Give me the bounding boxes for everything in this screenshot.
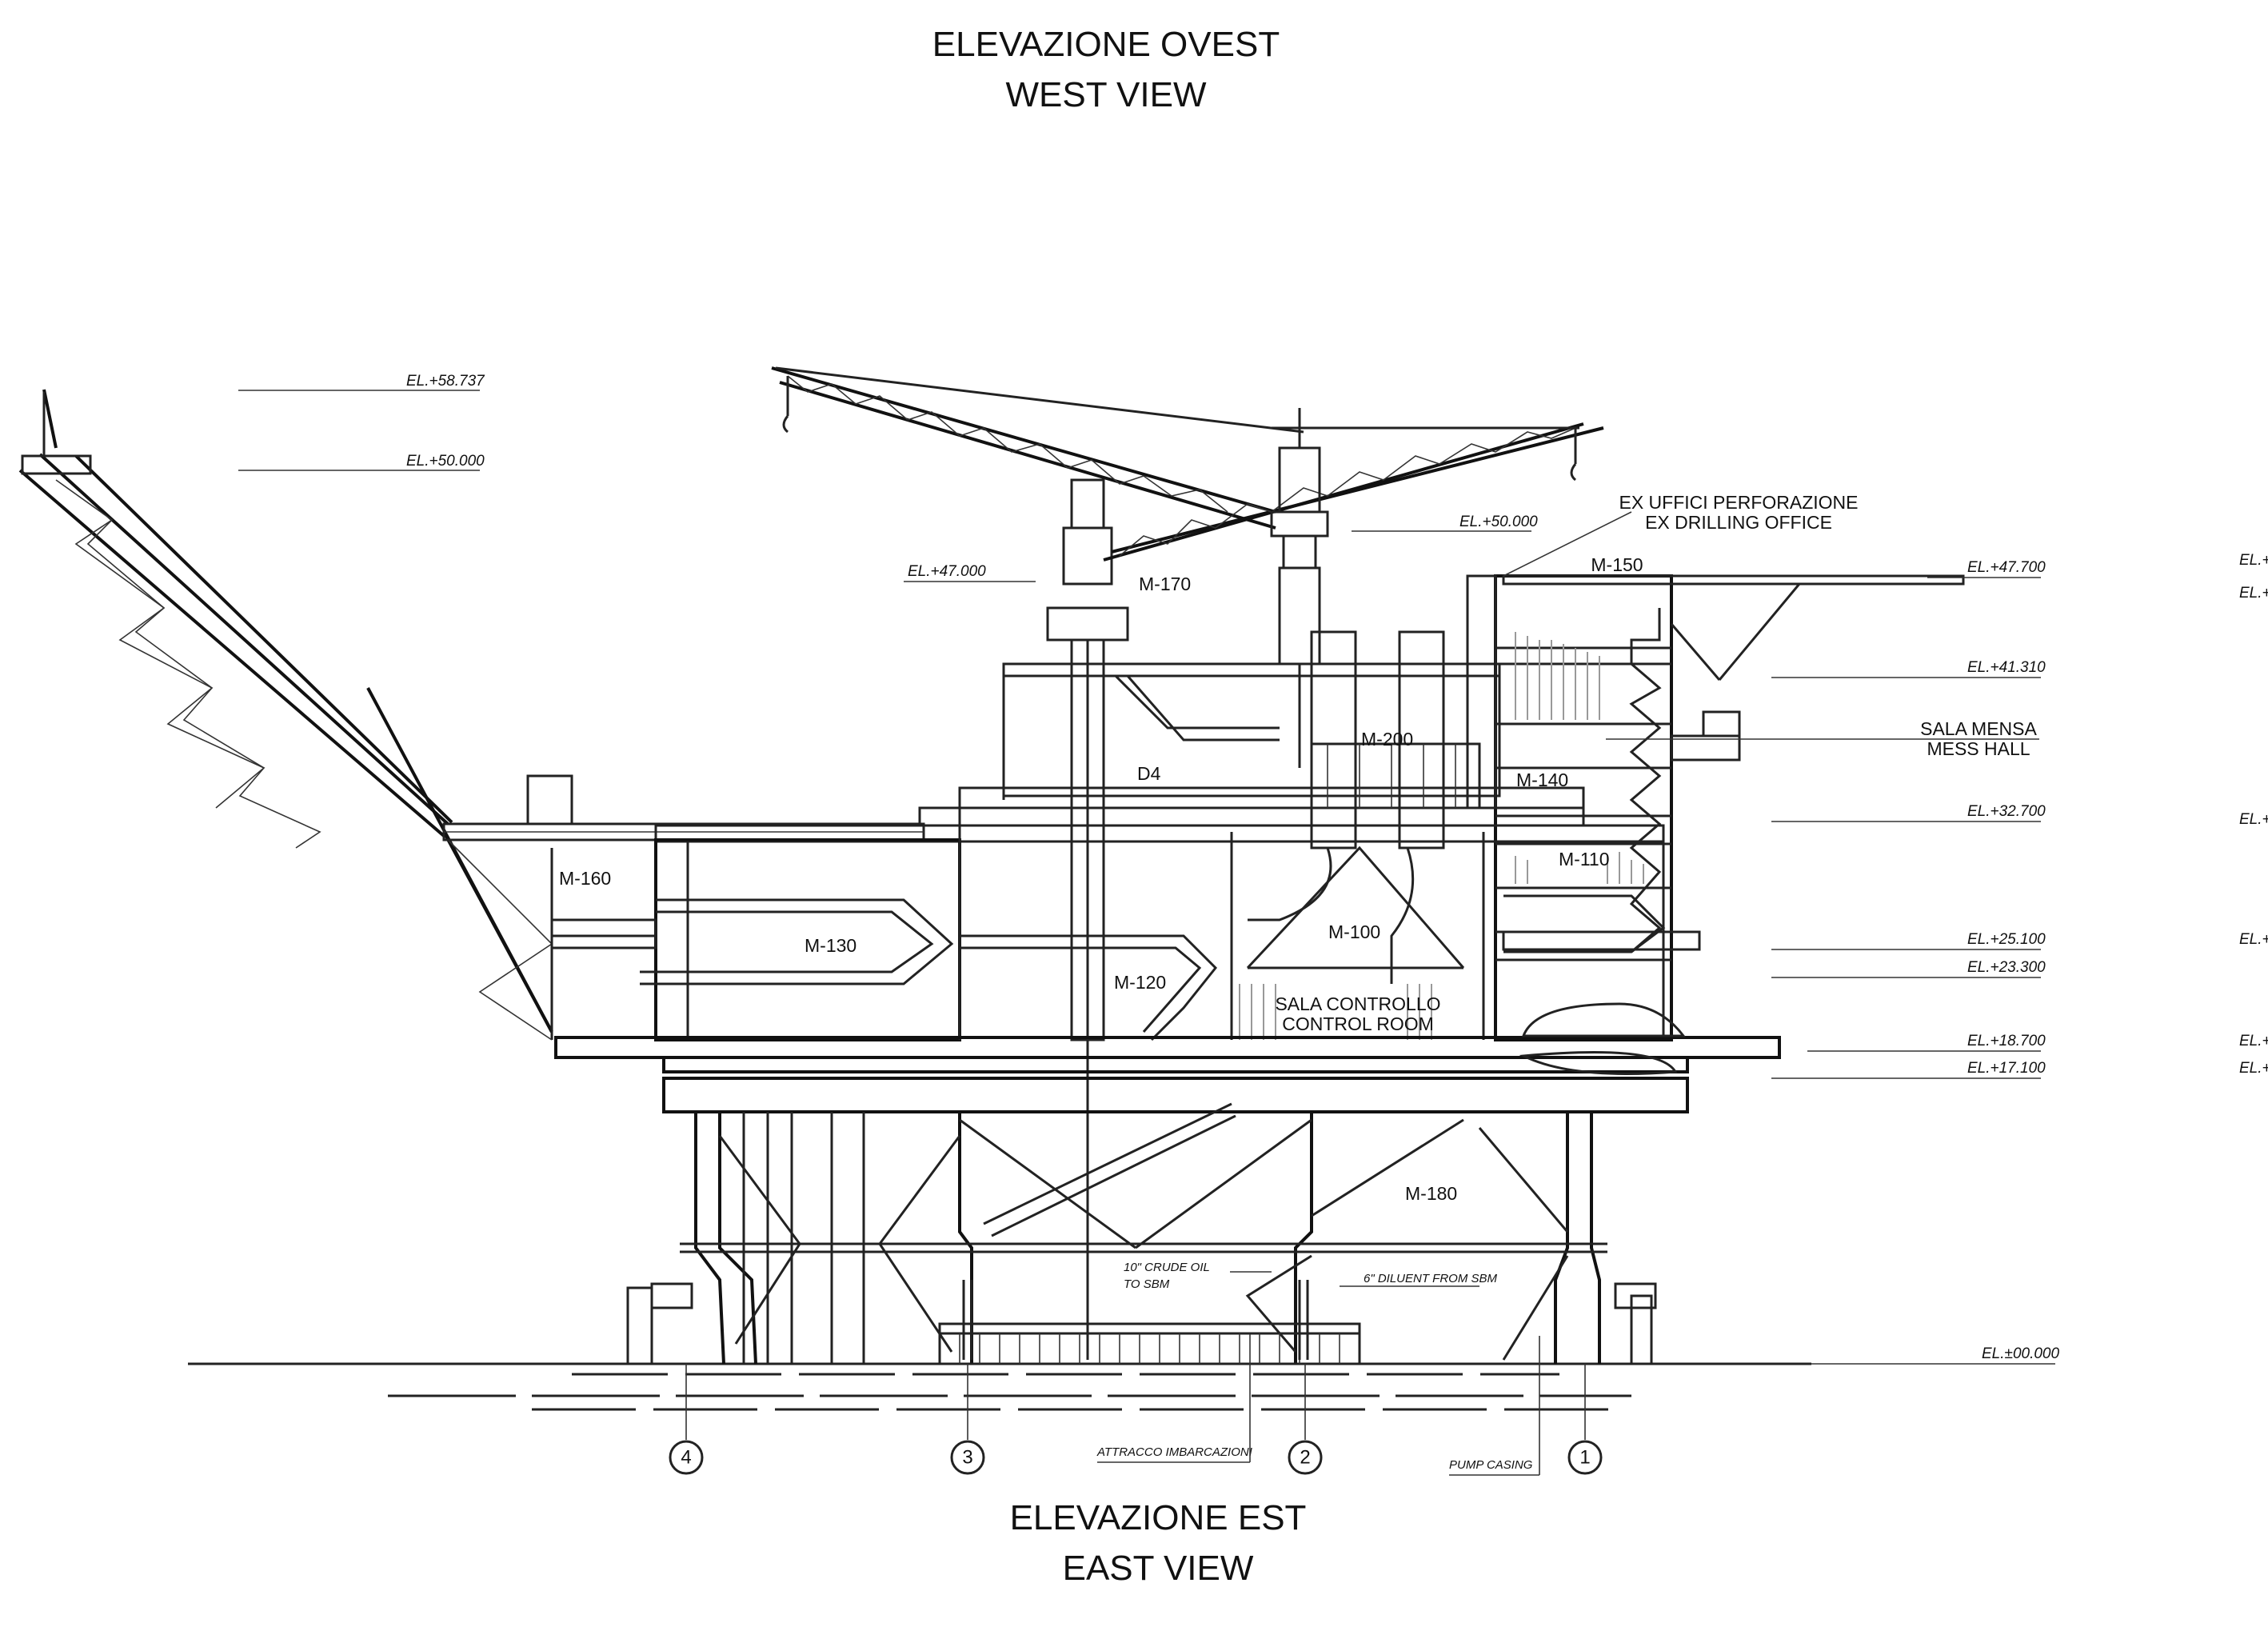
flare-boom	[18, 389, 925, 1041]
label-drilling-office-italian: EX UFFICI PERFORAZIONE	[1619, 492, 1858, 513]
note-crude-oil-line1: 10" CRUDE OIL	[1124, 1261, 1210, 1274]
title-east-view-english: EAST VIEW	[1063, 1549, 1254, 1588]
module-label-m140: M-140	[1516, 770, 1568, 790]
label-mess-hall-english: MESS HALL	[1927, 738, 2030, 759]
title-west-view-english: WEST VIEW	[1006, 75, 1207, 114]
title-east-view-italian: ELEVAZIONE EST	[1010, 1498, 1307, 1537]
label-control-room-english: CONTROL ROOM	[1282, 1013, 1434, 1034]
edge-elevation-1: EL.+	[2239, 552, 2268, 569]
elevation-32700: EL.+32.700	[1967, 803, 2046, 820]
module-label-m130: M-130	[805, 935, 856, 956]
grid-marker-4	[669, 1440, 704, 1475]
elevation-18700: EL.+18.700	[1967, 1033, 2046, 1049]
label-drilling-office-english: EX DRILLING OFFICE	[1645, 512, 1832, 533]
module-label-d4: D4	[1137, 763, 1161, 784]
title-west-view-italian: ELEVAZIONE OVEST	[932, 25, 1280, 64]
edge-elevation-6: EL.+	[2239, 1060, 2268, 1077]
elevation-47700: EL.+47.700	[1967, 559, 2046, 576]
elevation-00000: EL.±00.000	[1982, 1345, 2059, 1362]
crane-left	[771, 366, 1304, 1360]
edge-elevation-5: EL.+	[2239, 1033, 2268, 1049]
edge-elevation-3: EL.+	[2239, 811, 2268, 828]
leader-drilling-office	[1503, 511, 1632, 577]
elevation-markers: EL.+58.737 EL.+50.000 EL.+50.000 EL.+47.…	[238, 373, 2059, 1365]
edge-elevation-4: EL.+	[2239, 931, 2268, 948]
topsides-structure	[526, 574, 1965, 1113]
elevation-25100: EL.+25.100	[1967, 931, 2046, 948]
edge-elevation-2: EL.+	[2239, 585, 2268, 602]
module-label-m180: M-180	[1405, 1183, 1457, 1204]
module-label-m160: M-160	[559, 868, 611, 889]
elevation-58737: EL.+58.737	[406, 373, 485, 390]
note-diluent: 6" DILUENT FROM SBM	[1364, 1272, 1498, 1285]
label-mess-hall-italian: SALA MENSA	[1920, 718, 2037, 739]
grid-markers: 4 3 2 1	[669, 1364, 1603, 1475]
grid-marker-1	[1567, 1440, 1603, 1475]
elevation-41310: EL.+41.310	[1967, 659, 2046, 676]
module-label-m120: M-120	[1114, 972, 1166, 993]
edge-elevation-fragments: EL.+ EL.+ EL.+ EL.+ EL.+ EL.+	[2239, 552, 2268, 1077]
module-label-m200: M-200	[1361, 729, 1413, 750]
grid-marker-label-1: 1	[1579, 1446, 1590, 1468]
note-crude-oil-line2: TO SBM	[1124, 1277, 1170, 1291]
module-label-m100: M-100	[1328, 921, 1380, 942]
elevation-47000: EL.+47.000	[908, 563, 986, 580]
grid-marker-label-2: 2	[1300, 1446, 1310, 1468]
module-label-m150: M-150	[1591, 554, 1643, 575]
grid-marker-3	[950, 1440, 985, 1475]
elevation-17100: EL.+17.100	[1967, 1060, 2046, 1077]
module-label-m170: M-170	[1139, 574, 1191, 594]
label-control-room-italian: SALA CONTROLLO	[1275, 993, 1440, 1014]
crane-right	[1103, 408, 1604, 768]
sea-level-lines	[188, 1362, 1811, 1411]
grid-marker-label-4: 4	[681, 1446, 691, 1468]
grid-marker-2	[1288, 1440, 1323, 1475]
jacket-substructure	[626, 1102, 1657, 1365]
module-label-m110: M-110	[1559, 849, 1610, 869]
note-pump-casing: PUMP CASING	[1449, 1458, 1533, 1472]
elevation-23300: EL.+23.300	[1967, 959, 2046, 976]
elevation-50000-left: EL.+50.000	[406, 453, 485, 470]
elevation-50000-mid: EL.+50.000	[1459, 514, 1538, 530]
note-attracco-imbarcazioni: ATTRACCO IMBARCAZIONI	[1096, 1445, 1252, 1459]
grid-marker-label-3: 3	[962, 1446, 972, 1468]
